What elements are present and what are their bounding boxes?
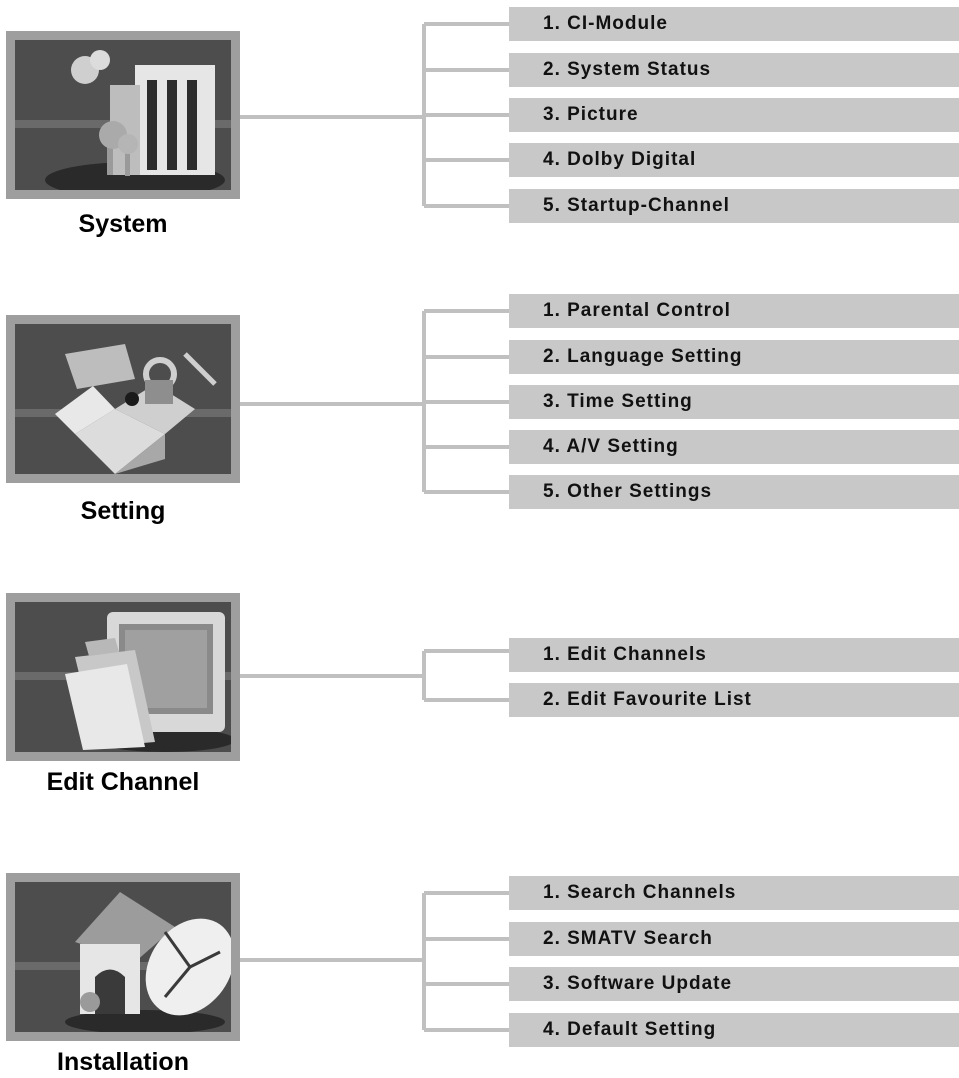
menu-item-default-setting[interactable]: 4. Default Setting	[509, 1013, 959, 1047]
menu-item-smatv-search[interactable]: 2. SMATV Search	[509, 922, 959, 956]
menu-item-startup-channel[interactable]: 5. Startup-Channel	[509, 189, 959, 223]
menu-item-edit-channels[interactable]: 1. Edit Channels	[509, 638, 959, 672]
menu-item-dolby-digital[interactable]: 4. Dolby Digital	[509, 143, 959, 177]
menu-item-time-setting[interactable]: 3. Time Setting	[509, 385, 959, 419]
folder-monitor-icon	[15, 602, 231, 752]
menu-item-system-status[interactable]: 2. System Status	[509, 53, 959, 87]
menu-item-software-update[interactable]: 3. Software Update	[509, 967, 959, 1001]
building-icon	[15, 40, 231, 190]
menu-item-ci-module[interactable]: 1. CI-Module	[509, 7, 959, 41]
menu-item-av-setting[interactable]: 4. A/V Setting	[509, 430, 959, 464]
house-satellite-dish-icon	[15, 882, 231, 1032]
group-title-installation: Installation	[57, 1048, 189, 1076]
group-title-setting: Setting	[80, 497, 166, 525]
edit-channel-icon-frame[interactable]	[6, 593, 240, 761]
open-box-lock-icon	[15, 324, 231, 474]
menu-item-edit-favourite-list[interactable]: 2. Edit Favourite List	[509, 683, 959, 717]
menu-item-picture[interactable]: 3. Picture	[509, 98, 959, 132]
group-title-system: System	[78, 210, 168, 238]
menu-item-other-settings[interactable]: 5. Other Settings	[509, 475, 959, 509]
installation-icon-frame[interactable]	[6, 873, 240, 1041]
menu-item-language-setting[interactable]: 2. Language Setting	[509, 340, 959, 374]
group-title-edit-channel: Edit Channel	[46, 768, 200, 796]
setting-icon-frame[interactable]	[6, 315, 240, 483]
system-icon-frame[interactable]	[6, 31, 240, 199]
menu-item-search-channels[interactable]: 1. Search Channels	[509, 876, 959, 910]
menu-item-parental-control[interactable]: 1. Parental Control	[509, 294, 959, 328]
